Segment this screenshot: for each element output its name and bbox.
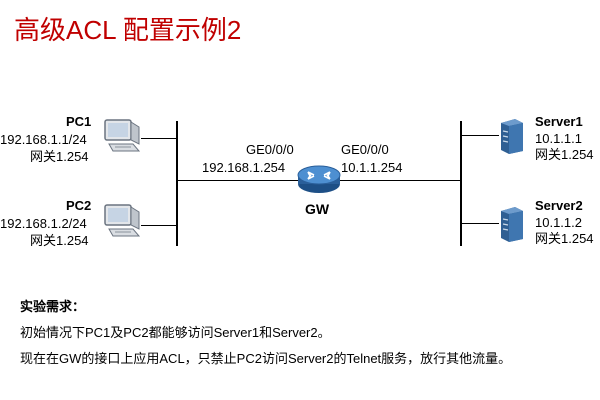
server-icon [501, 207, 523, 242]
server2-gateway: 网关1.254 [535, 231, 594, 246]
left-to-gw-link [177, 180, 300, 181]
gw-to-right-link [340, 180, 461, 181]
gw-right-interface: GE0/0/0 [341, 142, 389, 157]
pc2-ip: 192.168.1.2/24 [0, 216, 87, 231]
pc-icon [104, 204, 141, 237]
pc-icon [104, 119, 141, 152]
server1-name: Server1 [535, 114, 583, 129]
pc2-link [141, 225, 177, 226]
server2-link [461, 223, 499, 224]
pc2-gateway: 网关1.254 [30, 233, 89, 248]
requirements-line-2: 现在在GW的接口上应用ACL，只禁止PC2访问Server2的Telnet服务，… [20, 351, 512, 366]
gw-right-ip: 10.1.1.254 [341, 160, 403, 175]
gw-left-ip: 192.168.1.254 [202, 160, 286, 175]
pc2-name: PC2 [66, 198, 92, 213]
pc1-name: PC1 [66, 114, 92, 129]
requirements-line-1: 初始情况下PC1及PC2都能够访问Server1和Server2。 [20, 325, 331, 340]
left-segment-line [176, 121, 178, 246]
gw-name: GW [305, 201, 330, 217]
pc1-ip: 192.168.1.1/24 [0, 132, 87, 147]
server-icon [501, 119, 523, 154]
pc1-link [141, 138, 177, 139]
server1-gateway: 网关1.254 [535, 147, 594, 162]
server1-ip: 10.1.1.1 [535, 131, 582, 146]
requirements-heading: 实验需求： [20, 299, 86, 314]
pc1-gateway: 网关1.254 [30, 149, 89, 164]
server2-ip: 10.1.1.2 [535, 215, 582, 230]
page-title: 高级ACL 配置示例2 [14, 15, 242, 45]
server1-link [461, 135, 499, 136]
router-icon [297, 165, 341, 193]
gw-left-interface: GE0/0/0 [246, 142, 294, 157]
server2-name: Server2 [535, 198, 583, 213]
right-segment-line [460, 121, 462, 246]
